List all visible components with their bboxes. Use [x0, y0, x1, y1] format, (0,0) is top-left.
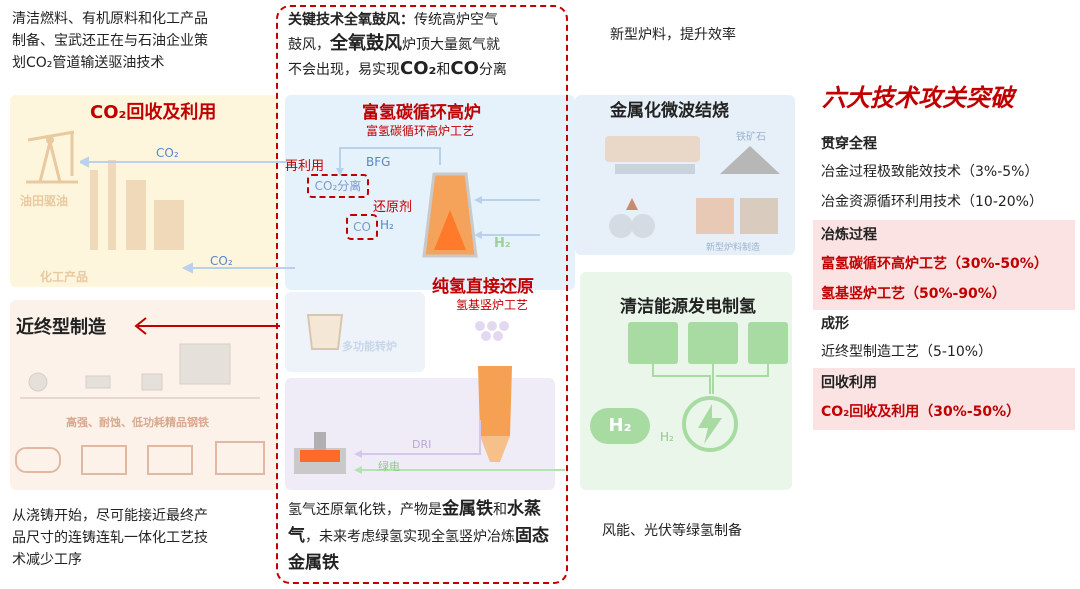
blast-furnace-icon: [422, 172, 478, 258]
multi-furnace-label: 多功能转炉: [342, 340, 397, 353]
top-left-text: 清洁燃料、有机原料和化工产品 制备、宝武还正在与石油企业策 划CO₂管道输送驱油…: [12, 8, 274, 74]
text-span: 不会出现，易实现: [288, 62, 400, 78]
charge-sample-1: [696, 198, 734, 234]
multi-furnace-bg: [285, 292, 425, 372]
ore-label: 铁矿石: [736, 132, 766, 143]
recycle-label: 再利用: [285, 159, 325, 174]
sidebar-item-section-smelting: 冶炼过程: [813, 220, 1075, 250]
co2-separation-tag: CO₂分离: [307, 174, 369, 198]
bottom-right-text: 风能、光伏等绿氢制备: [602, 523, 742, 539]
chemical-plant-icon: [90, 160, 184, 250]
dri-subtitle: 氢基竖炉工艺: [456, 298, 529, 312]
h2-tank: H₂: [590, 408, 650, 444]
charge-sample-2: [740, 198, 778, 234]
full-oxygen-emph: 全氧鼓风: [330, 33, 402, 54]
green-power-label: 绿电: [378, 460, 400, 473]
sidebar-item-section-full: 贯穿全程: [821, 136, 877, 152]
ladle-icon: [294, 432, 346, 474]
text-line: 术减少工序: [12, 552, 82, 568]
sidebar-item-shaft-furnace: 氢基竖炉工艺（50%-90%）: [813, 280, 1075, 310]
steel-product-label: 高强、耐蚀、低功耗精品钢铁: [66, 416, 209, 429]
co2-flow-arrows: [80, 156, 295, 274]
co2-emph: CO₂: [400, 58, 437, 79]
converter-icon: [306, 314, 344, 350]
sidebar-item-section-recovery: 回收利用: [813, 368, 1075, 398]
oil-label: 油田驱油: [20, 194, 69, 208]
bfg-label: BFG: [366, 155, 391, 169]
chem-label: 化工产品: [40, 270, 89, 284]
roller-icon: [609, 198, 655, 238]
ore-pile-icon: [720, 146, 780, 174]
text-line: 从浇铸开始，尽可能接近最终产: [12, 508, 208, 524]
energy-flow-lines: [652, 364, 769, 394]
metal-iron-emph: 金属铁: [442, 499, 493, 519]
wind-turbine-icon: [748, 322, 788, 364]
text-span: 和: [436, 62, 451, 78]
key-tech-description: 关键技术全氧鼓风：传统高炉空气 鼓风，全氧鼓风炉顶大量氮气就 不会出现，易实现C…: [288, 8, 560, 82]
power-bolt-icon: [682, 396, 738, 452]
product-icons: [15, 441, 265, 475]
text-span: 传统高炉空气: [414, 12, 498, 28]
co-emph: CO: [450, 58, 479, 79]
conveyor-icon: [605, 136, 700, 174]
near-net-arrow: [134, 317, 280, 335]
reductant-label: 还原剂: [373, 200, 413, 215]
solid-iron-emph: 固态金属铁: [288, 526, 549, 573]
text-line: 划CO₂管道输送驱油技术: [12, 55, 165, 71]
dri-label: DRI: [412, 438, 432, 451]
energy-panel-bg: [580, 272, 792, 490]
near-net-title: 近终型制造: [16, 317, 106, 338]
text-line: 制备、宝武还正在与石油企业策: [12, 33, 208, 49]
h2-inline-label: H₂: [380, 218, 394, 232]
sidebar-item-hydrogen-furnace: 富氢碳循环高炉工艺（30%-50%）: [813, 250, 1075, 280]
bottom-left-text: 从浇铸开始，尽可能接近最终产 品尺寸的连铸连轧一体化工艺技 术减少工序: [12, 505, 278, 571]
co-h2-tag: CO: [346, 214, 378, 240]
sidebar-item-near-net: 近终型制造工艺（5-10%）: [821, 344, 993, 360]
sidebar-heading: 六大技术攻关突破: [822, 84, 1014, 112]
text-line: 品尺寸的连铸连轧一体化工艺技: [12, 530, 208, 546]
co2-panel-title: CO₂回收及利用: [90, 102, 217, 123]
sidebar-item-efficiency: 冶金过程极致能效技术（3%-5%）: [821, 164, 1039, 180]
text-span: 炉冶炼: [473, 529, 515, 545]
energy-title: 清洁能源发电制氢: [620, 297, 756, 317]
rolling-mill-icon: [20, 343, 260, 399]
text-span: 鼓风，: [288, 37, 330, 53]
h2-small-label: H₂: [660, 430, 674, 444]
h2-furnace-label: H₂: [494, 236, 511, 251]
text-line: 清洁燃料、有机原料和化工产品: [12, 11, 208, 27]
text-span: 炉顶大量氮气就: [402, 37, 500, 53]
bottom-center-text: 氢气还原氧化铁，产物是金属铁和水蒸气，未来考虑绿氢实现全氢竖炉冶炼固态金属铁: [288, 496, 560, 577]
shaft-furnace-icon: [475, 321, 512, 462]
sun-icon: [688, 322, 738, 364]
oil-pump-icon: [26, 130, 78, 184]
sidebar-item-co2-recovery: CO₂回收及利用（30%-50%）: [813, 398, 1075, 430]
text-span: 氢气还原氧化铁，产物是: [288, 502, 442, 518]
dri-flow-arrows: [354, 420, 565, 474]
dri-title: 纯氢直接还原: [432, 277, 534, 297]
furnace-subtitle: 富氢碳循环高炉工艺: [366, 124, 475, 138]
text-span: 分离: [478, 62, 507, 78]
microwave-title: 金属化微波结烧: [610, 101, 729, 121]
text-span: 和: [493, 502, 507, 518]
sidebar-item-recycling: 冶金资源循环利用技术（10-20%）: [821, 194, 1043, 210]
key-tech-frame: [276, 5, 568, 584]
furnace-title: 富氢碳循环高炉: [362, 103, 481, 123]
co2-arrow-label-2: CO₂: [210, 254, 233, 268]
steam-emph: 水蒸气: [288, 499, 541, 546]
furnace-flow-arrows: [336, 147, 540, 239]
text-span: ，未来考虑绿氢实现全氢竖: [305, 529, 473, 545]
top-right-text: 新型炉料，提升效率: [610, 27, 736, 43]
new-charge-label: 新型炉料制造: [706, 243, 761, 253]
solar-panel-icon: [628, 322, 678, 364]
key-tech-title: 关键技术全氧鼓风：: [288, 12, 414, 28]
sidebar-item-section-forming: 成形: [821, 316, 849, 332]
co2-arrow-label: CO₂: [156, 146, 179, 160]
